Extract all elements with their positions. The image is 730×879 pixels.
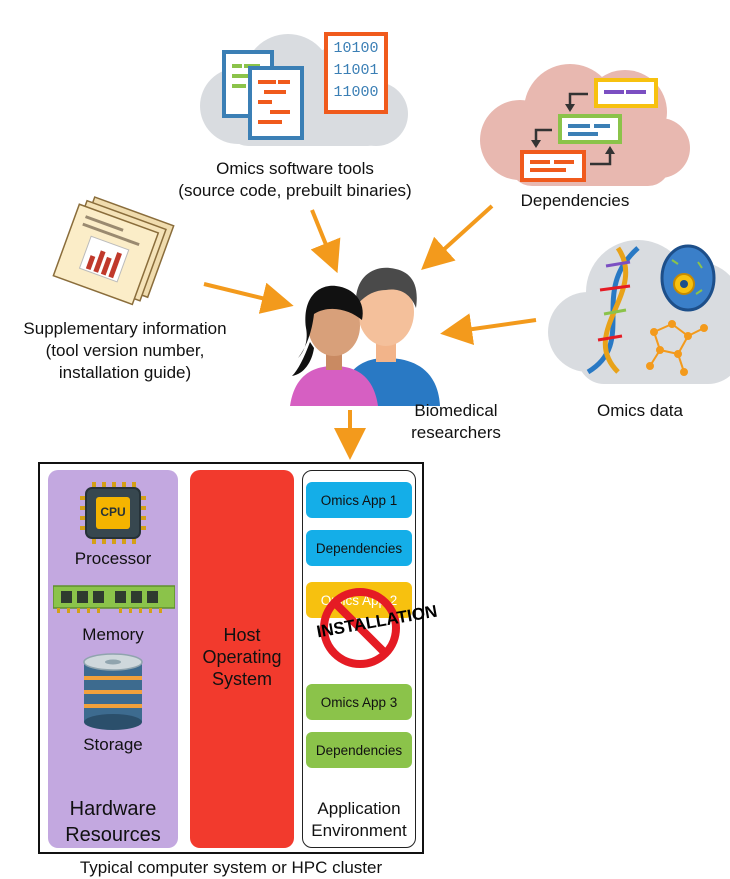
omics-data-label: Omics data (597, 401, 683, 420)
researchers-label-line-1: Biomedical (414, 401, 498, 420)
app-env-title-line-2: Environment (311, 821, 407, 840)
dependencies-chip-1: Dependencies (306, 530, 412, 566)
processor-label: Processor (74, 549, 152, 568)
supplementary-label-line-1: Supplementary information (23, 319, 227, 338)
host-os-label: Host Operating System (190, 624, 294, 690)
dna-helix-icon (586, 246, 640, 375)
hardware-resources-title: Hardware Resources (48, 796, 178, 848)
memory-stick-icon (53, 585, 175, 613)
arrow-supplementary-to-researchers (203, 282, 294, 314)
hardware-title-line-1: Hardware (69, 798, 157, 820)
cell-icon (660, 244, 716, 312)
storage-label: Storage (83, 735, 143, 754)
software-cloud-illustration (200, 32, 408, 146)
binary-text: 10100 11001 11000 (330, 38, 382, 104)
memory-label: Memory (82, 625, 144, 644)
binary-line-1: 10100 (333, 40, 379, 57)
host-os-panel (190, 470, 294, 848)
binary-document-frame (324, 32, 388, 114)
dependencies-cloud-illustration (480, 64, 690, 186)
omics-app-1-chip: Omics App 1 (306, 482, 412, 518)
supplementary-label-line-3: installation guide) (58, 363, 192, 382)
code-document-icon (222, 50, 304, 140)
arrow-software-to-researchers (310, 209, 341, 274)
host-os-line-3: System (211, 669, 272, 689)
app-env-title-line-1: Application (317, 799, 401, 818)
arrow-dependencies-to-researchers (421, 204, 494, 271)
female-researcher-icon (290, 285, 378, 406)
no-installation-sign-icon (320, 588, 400, 668)
dependency-boxes-icon (520, 78, 658, 182)
researchers-label: Biomedical researchers (404, 400, 508, 444)
hardware-title-line-2: Resources (65, 824, 161, 846)
software-label-line-1: Omics software tools (216, 159, 374, 178)
software-label-line-2: (source code, prebuilt binaries) (178, 181, 412, 200)
cpu-chip-text: CPU (100, 505, 126, 519)
cpu-chip-icon (80, 482, 146, 544)
dependencies-label: Dependencies (520, 191, 630, 210)
researchers-label-line-2: researchers (411, 423, 501, 442)
application-environment-title: Application Environment (302, 798, 416, 842)
network-icon (646, 320, 708, 376)
software-label: Omics software tools (source code, prebu… (145, 158, 445, 202)
researchers-illustration (290, 267, 440, 406)
supplementary-label: Supplementary information (tool version … (0, 318, 250, 384)
binary-line-2: 11001 (333, 62, 379, 79)
supplementary-label-line-2: (tool version number, (45, 341, 205, 360)
computer-system-box (38, 462, 424, 854)
binary-line-3: 11000 (333, 84, 379, 101)
host-os-line-1: Host (223, 625, 261, 645)
storage-disk-icon (83, 653, 143, 730)
omics-app-3-chip: Omics App 3 (306, 684, 412, 720)
system-caption: Typical computer system or HPC cluster (79, 858, 383, 877)
dependencies-chip-2: Dependencies (306, 732, 412, 768)
host-os-line-2: Operating (202, 647, 282, 667)
arrow-data-to-researchers (440, 313, 537, 346)
omics-data-cloud-illustration (548, 240, 730, 384)
supplementary-docs-illustration (52, 196, 175, 306)
